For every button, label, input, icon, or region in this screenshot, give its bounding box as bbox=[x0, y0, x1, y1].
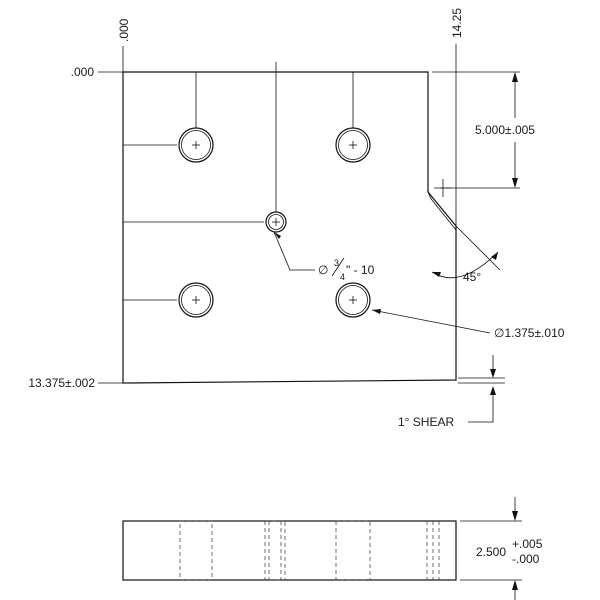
shear-note: 1° SHEAR bbox=[398, 415, 454, 429]
tapped-hole bbox=[265, 211, 287, 233]
dim-thickness bbox=[460, 497, 522, 600]
tapped-hole-symbol: ∅ bbox=[318, 263, 328, 277]
plate-top-view bbox=[122, 71, 457, 384]
bore-hole-callout: ∅1.375±.010 bbox=[494, 326, 565, 340]
tapped-hole-numerator: 3 bbox=[334, 258, 339, 268]
thickness-callout: 2.500 +.005 -.000 bbox=[476, 537, 543, 566]
bore-hole-leader bbox=[371, 309, 491, 334]
bore-hole-top-left bbox=[178, 127, 214, 163]
tapped-hole-leader bbox=[273, 231, 315, 271]
ordinate-x-right-label: 14.25 bbox=[450, 8, 464, 38]
plate-side-view bbox=[122, 520, 457, 581]
bore-hole-top-right bbox=[335, 127, 371, 163]
thickness-base: 2.500 bbox=[476, 545, 506, 559]
tapped-hole-suffix: " - 10 bbox=[346, 263, 375, 277]
hole-centerlines bbox=[123, 62, 354, 301]
thickness-minus: -.000 bbox=[512, 552, 540, 566]
chamfer-detail bbox=[427, 187, 457, 231]
angle-dim bbox=[431, 225, 501, 279]
bore-hole-bottom-right bbox=[335, 282, 371, 318]
angle-label: 45° bbox=[463, 270, 481, 284]
plate-outline bbox=[122, 71, 457, 384]
ordinate-y-zero-label: .000 bbox=[71, 65, 95, 79]
tapped-hole-denominator: 4 bbox=[340, 272, 345, 282]
shear-dim bbox=[458, 355, 505, 423]
bore-hole-bottom-left bbox=[178, 282, 214, 318]
tapped-hole-callout: ∅ 3 4 " - 10 bbox=[318, 257, 375, 282]
thickness-plus: +.005 bbox=[512, 537, 543, 551]
ordinate-x-zero-label: .000 bbox=[117, 18, 131, 42]
ordinate-lines bbox=[98, 44, 457, 384]
dim-5000 bbox=[432, 71, 520, 197]
ordinate-y-bottom-label: 13.375±.002 bbox=[28, 376, 95, 390]
side-outline bbox=[122, 520, 457, 581]
dim-5000-label: 5.000±.005 bbox=[475, 123, 535, 137]
